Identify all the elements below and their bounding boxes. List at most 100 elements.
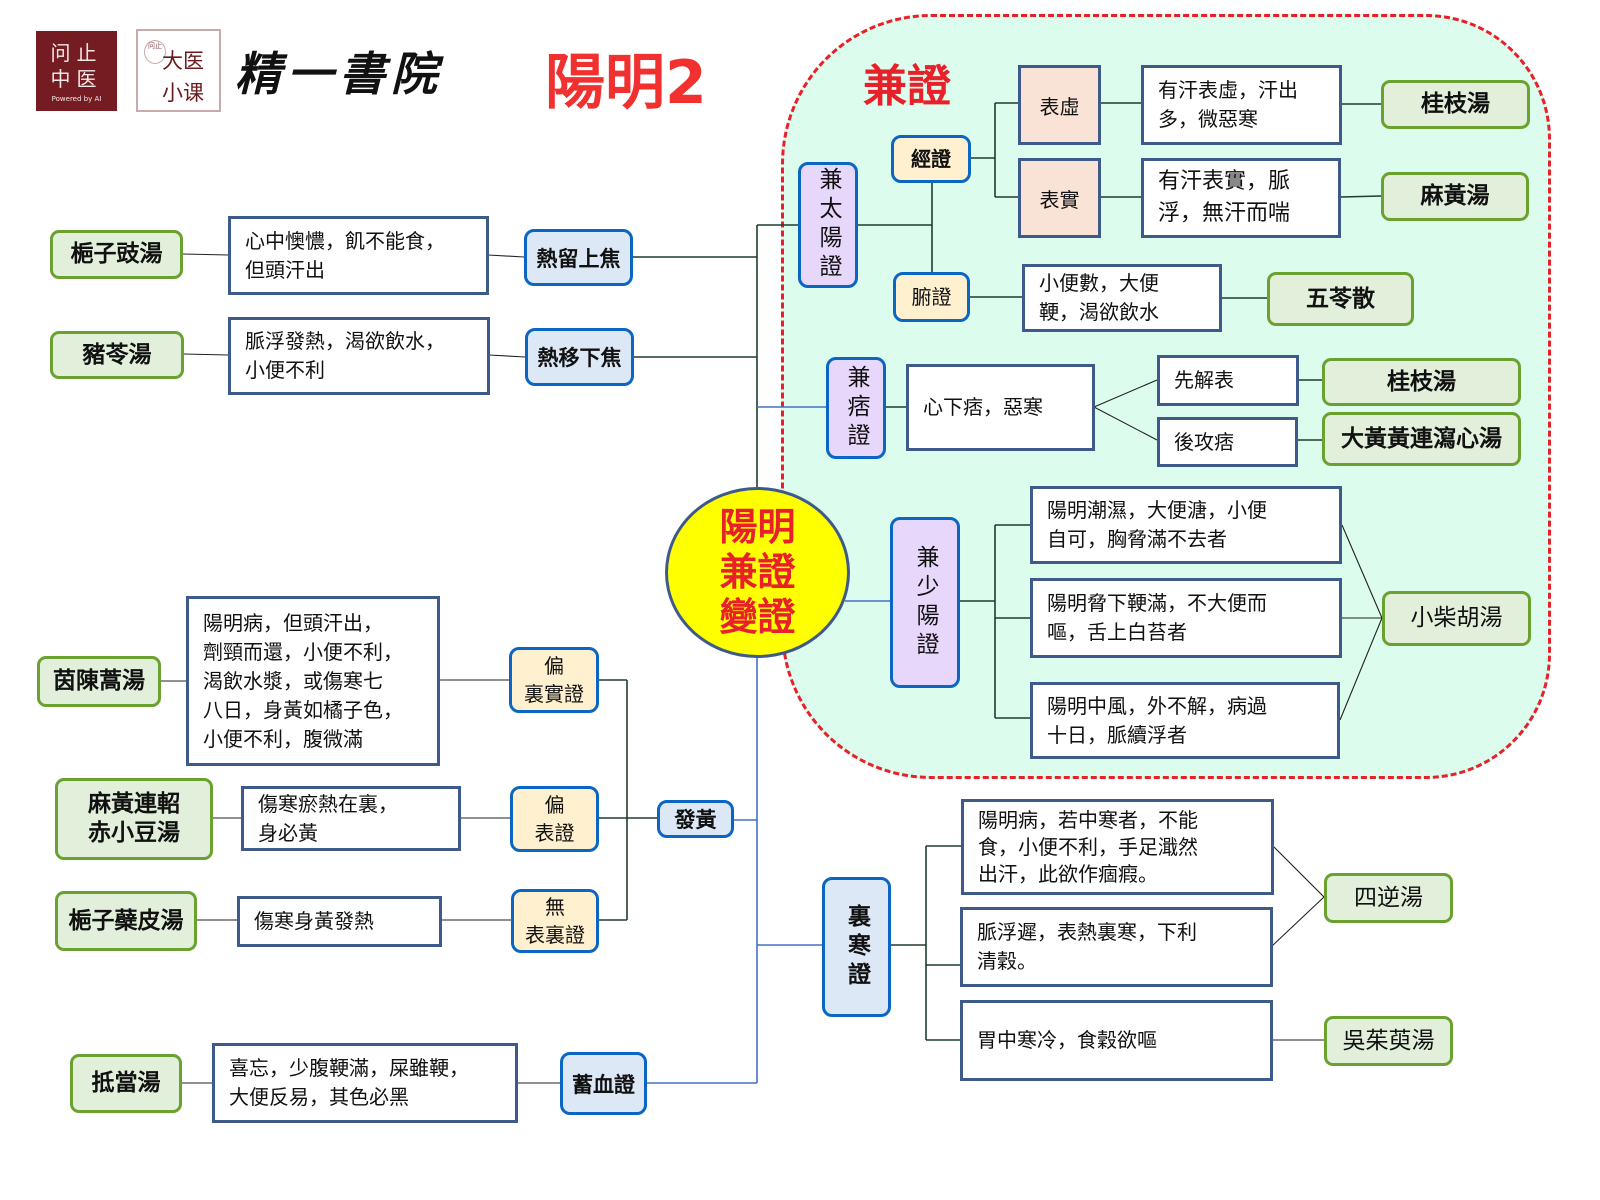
symptom-line: 脈浮遲，表熱裏寒，下利: [977, 920, 1197, 944]
formula-guizhi[interactable]: 桂枝湯: [1381, 80, 1530, 129]
interior-excess-node[interactable]: 偏 裏實證: [509, 647, 599, 713]
formula-didang[interactable]: 抵當湯: [70, 1054, 182, 1113]
node-label-line: 無: [545, 895, 565, 919]
formula-label: 梔子蘗皮湯: [68, 907, 184, 934]
then-attack-pi-box: 後攻痞: [1157, 417, 1298, 467]
formula-label: 抵當湯: [91, 1070, 161, 1097]
exterior-leaning-node[interactable]: 偏 表證: [510, 786, 599, 852]
link: [488, 354, 526, 358]
node-label-line: 表裏證: [525, 923, 585, 947]
symptom-line: 自可，胸脅滿不去者: [1047, 527, 1227, 551]
region-title: 兼證: [863, 61, 951, 112]
exterior-excess-node[interactable]: 表實: [1018, 158, 1101, 238]
formula-label: 四逆湯: [1354, 884, 1423, 911]
formula-zhizichi[interactable]: 梔子豉湯: [50, 230, 183, 279]
exterior-excess-label: 表實: [1039, 187, 1080, 212]
symptom-line: 身必黃: [258, 820, 318, 845]
step-label: 先解表: [1174, 368, 1234, 392]
formula-label: 五苓散: [1306, 285, 1375, 312]
step-label: 後攻痞: [1174, 429, 1234, 454]
symptom-box: 傷寒身黃發熱: [237, 896, 442, 947]
formula-label: 小柴胡湯: [1410, 605, 1503, 632]
symptom-line: 嘔，舌上白苔者: [1047, 620, 1187, 644]
formula-wuzhuyu[interactable]: 吳茱萸湯: [1324, 1016, 1453, 1066]
symptom-line: 有汗表實，脈: [1158, 169, 1291, 195]
upper-heat-label: 熱留上焦: [536, 246, 621, 271]
symptom-box: 陽明潮濕，大便溏，小便 自可，胸脅滿不去者: [1030, 486, 1342, 564]
center-line: 變證: [719, 594, 796, 639]
formula-yinchenhao[interactable]: 茵陳蒿湯: [37, 656, 161, 707]
no-exterior-interior-node[interactable]: 無 表裏證: [511, 889, 599, 953]
course-logo-line1: 大医: [162, 49, 204, 73]
shaoyang-node[interactable]: 兼少陽證: [890, 517, 960, 688]
symptom-box: 陽明中風，外不解，病過 十日，脈續浮者: [1030, 682, 1340, 759]
jaundice-label: 發黃: [674, 808, 717, 832]
symptom-line: 清穀。: [977, 949, 1037, 973]
symptom-line: 浮，無汗而喘: [1158, 201, 1291, 226]
node-label-line: 偏: [544, 654, 564, 678]
symptom-line: 大便反易，其色必黑: [229, 1085, 409, 1109]
symptom-line: 十日，脈續浮者: [1047, 722, 1187, 747]
formula-zhuling[interactable]: 豬苓湯: [50, 331, 184, 379]
center-node[interactable]: 陽明 兼證 變證: [665, 487, 850, 658]
taiyang-label: 兼太陽證: [815, 167, 841, 283]
taiyang-node[interactable]: 兼太陽證: [798, 162, 858, 288]
course-logo: 问止 大医 小课: [136, 29, 221, 112]
symptom-box: 陽明病，但頭汗出， 劑頸而還，小便不利， 渴飲水漿，或傷寒七 八日，身黃如橘子色…: [186, 596, 440, 766]
symptom-line: 小便不利，腹微滿: [203, 726, 363, 751]
node-label-line: 表證: [534, 821, 575, 845]
symptom-line: 胃中寒冷，食穀欲嘔: [977, 1028, 1157, 1052]
symptom-line: 陽明病，若中寒者，不能: [978, 807, 1198, 832]
page-title: 陽明2: [545, 48, 707, 118]
symptom-box: 心中懊憹，飢不能食， 但頭汗出: [228, 216, 489, 295]
organ-node[interactable]: 腑證: [893, 272, 970, 322]
formula-dahuang-huanglian[interactable]: 大黃黃連瀉心湯: [1322, 412, 1521, 466]
symptom-line: 陽明中風，外不解，病過: [1047, 693, 1267, 718]
formula-mahuang[interactable]: 麻黃湯: [1381, 172, 1529, 221]
exterior-deficiency-node[interactable]: 表虛: [1018, 65, 1101, 145]
formula-label: 茵陳蒿湯: [53, 668, 145, 695]
symptom-box: 陽明脅下鞕滿，不大便而 嘔，舌上白苔者: [1030, 578, 1342, 658]
symptom-line: 有汗表虛，汗出: [1158, 78, 1298, 102]
link: [487, 254, 525, 258]
symptom-line: 食，小便不利，手足濈然: [978, 834, 1198, 859]
lower-heat-node[interactable]: 熱移下焦: [525, 328, 634, 386]
formula-mahuang-lianyao[interactable]: 麻黃連軺 赤小豆湯: [55, 778, 213, 860]
formula-wuling[interactable]: 五苓散: [1267, 272, 1414, 326]
symptom-line: 小便數，大便: [1039, 271, 1159, 295]
brand-logo-line1: 问止: [50, 40, 103, 65]
jaundice-node[interactable]: 發黃: [657, 800, 734, 838]
symptom-box: 喜忘，少腹鞕滿，屎雖鞕， 大便反易，其色必黑: [212, 1043, 518, 1123]
symptom-box: 脈浮發熱，渴欲飲水， 小便不利: [228, 317, 490, 395]
formula-xiaochaihu[interactable]: 小柴胡湯: [1382, 591, 1531, 646]
symptom-line: 脈浮發熱，渴欲飲水，: [245, 329, 445, 353]
center-line: 陽明: [719, 505, 796, 550]
academy-name: 精一書院: [235, 47, 443, 101]
blood-stasis-node[interactable]: 蓄血證: [560, 1052, 647, 1115]
blood-stasis-label: 蓄血證: [572, 1072, 635, 1097]
symptom-line: 心中懊憹，飢不能食，: [245, 228, 445, 253]
link: [1272, 845, 1325, 898]
link: [1271, 896, 1325, 947]
channel-label: 經證: [911, 147, 951, 171]
symptom-line: 陽明潮濕，大便溏，小便: [1047, 498, 1267, 522]
formula-zhizi-bopi[interactable]: 梔子蘗皮湯: [55, 891, 197, 951]
node-label-line: 裏實證: [524, 682, 584, 706]
formula-label: 麻黃湯: [1420, 183, 1490, 210]
formula-label: 麻黃連軺: [88, 791, 180, 818]
shaoyang-label: 兼少陽證: [912, 544, 938, 661]
link: [182, 253, 229, 256]
formula-sini[interactable]: 四逆湯: [1324, 873, 1453, 923]
channel-node[interactable]: 經證: [891, 135, 971, 183]
interior-cold-node[interactable]: 裏寒證: [822, 877, 891, 1017]
symptom-line: 多，微惡寒: [1158, 107, 1258, 131]
symptom-line: 陽明病，但頭汗出，: [203, 610, 383, 635]
pi-node[interactable]: 兼痞證: [826, 357, 886, 459]
organ-label: 腑證: [911, 285, 952, 309]
symptom-line: 心下痞，惡寒: [923, 395, 1043, 419]
symptom-line: 陽明脅下鞕滿，不大便而: [1047, 591, 1267, 615]
formula-guizhi-2[interactable]: 桂枝湯: [1322, 358, 1521, 406]
upper-heat-node[interactable]: 熱留上焦: [524, 229, 633, 286]
formula-label: 赤小豆湯: [88, 820, 180, 846]
